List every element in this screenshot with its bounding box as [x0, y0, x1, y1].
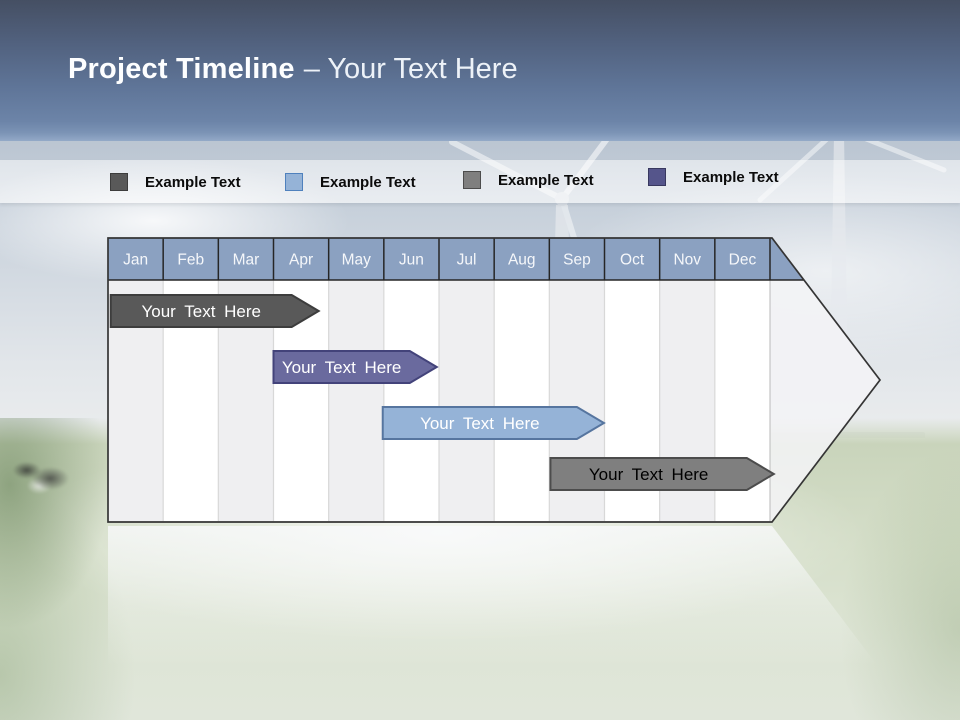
- month-label: Aug: [508, 252, 536, 269]
- legend-item-2[interactable]: Example Text: [285, 172, 416, 192]
- legend-label: Example Text: [145, 173, 241, 191]
- month-label: Jan: [123, 252, 148, 269]
- legend-label: Example Text: [320, 173, 416, 191]
- month-label: Dec: [729, 252, 757, 269]
- legend-label: Example Text: [683, 168, 779, 186]
- timeline-bar-label: Your Text Here: [420, 414, 540, 433]
- month-column: [494, 280, 550, 521]
- month-label: Jun: [399, 252, 424, 269]
- timeline-bar-label: Your Text Here: [141, 302, 261, 321]
- legend-strip: Example Text Example Text Example Text E…: [0, 160, 960, 203]
- title-band: Project Timeline – Your Text Here: [0, 0, 960, 141]
- month-label: Feb: [177, 252, 204, 269]
- timeline-bar-3[interactable]: [381, 406, 606, 440]
- legend-swatch-light-blue: [285, 173, 303, 191]
- timeline-bar-2[interactable]: [272, 350, 439, 384]
- timeline-bar-4[interactable]: [549, 457, 776, 491]
- legend-item-3[interactable]: Example Text: [463, 170, 594, 190]
- title-subtitle-text: – Your Text Here: [303, 52, 518, 85]
- legend-item-1[interactable]: Example Text: [110, 172, 241, 192]
- cow: [6, 452, 80, 500]
- legend-item-4[interactable]: Example Text: [648, 167, 779, 187]
- page-title[interactable]: Project Timeline – Your Text Here: [68, 0, 518, 138]
- timeline-bar-label: Your Text Here: [282, 358, 402, 377]
- legend-swatch-dark-gray: [110, 173, 128, 191]
- month-label: Nov: [673, 252, 701, 269]
- table-reflection: [108, 526, 880, 678]
- timeline-arrow-outline: [107, 237, 882, 523]
- month-column: [439, 280, 495, 521]
- timeline-bar-1[interactable]: [109, 294, 321, 328]
- title-bold-text: Project Timeline: [68, 52, 295, 85]
- month-label: Oct: [620, 252, 645, 269]
- legend-swatch-gray: [463, 171, 481, 189]
- legend-swatch-purple: [648, 168, 666, 186]
- month-column: [328, 280, 384, 521]
- month-label: Mar: [233, 252, 260, 269]
- timeline-bar-label: Your Text Here: [589, 465, 709, 484]
- month-label: Jul: [457, 252, 477, 269]
- month-header-band: [108, 238, 804, 280]
- month-label: Sep: [563, 252, 591, 269]
- month-label: May: [342, 252, 372, 269]
- month-label: Apr: [289, 252, 313, 269]
- month-column: [383, 280, 439, 521]
- legend-label: Example Text: [498, 171, 594, 189]
